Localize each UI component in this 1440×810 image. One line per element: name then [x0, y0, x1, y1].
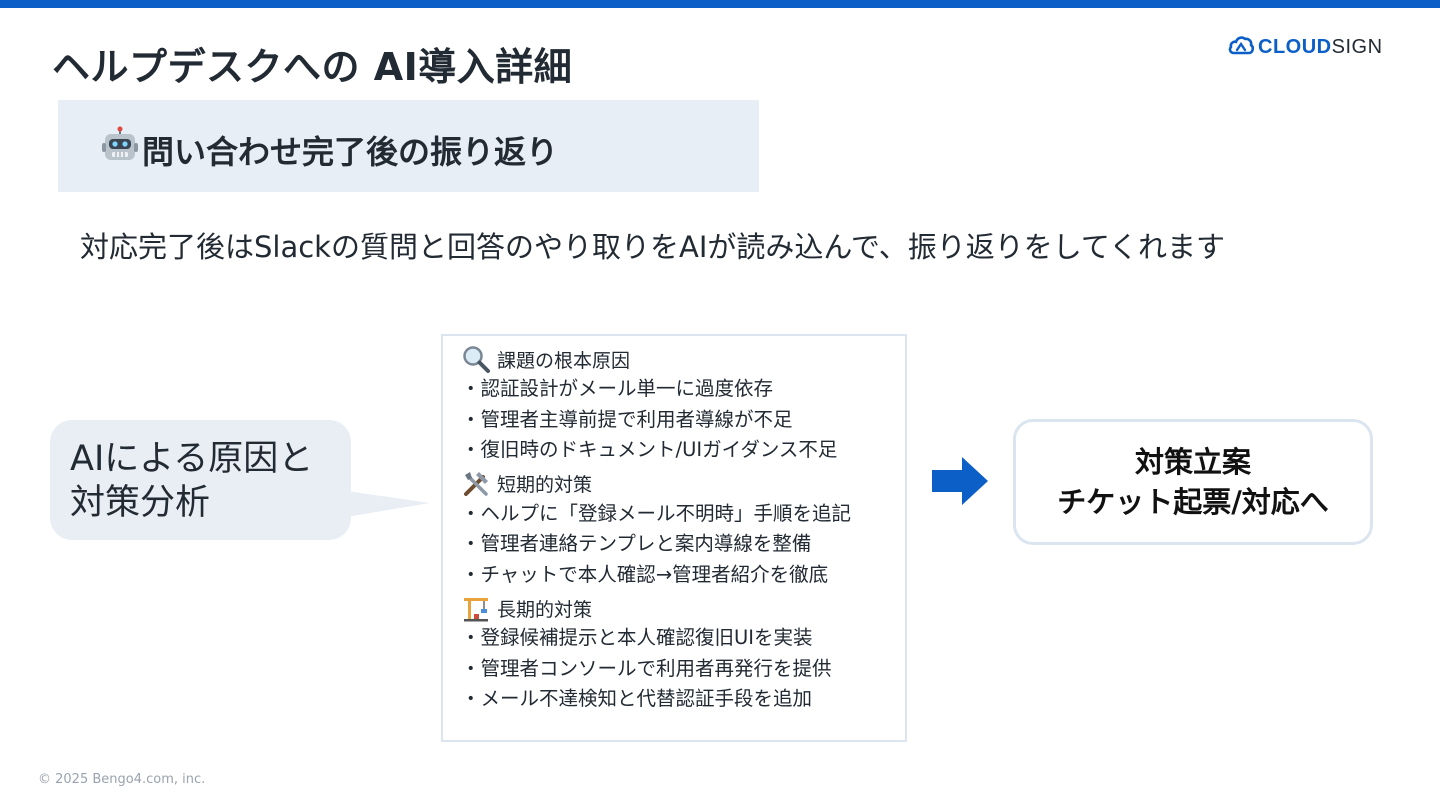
subtitle: 対応完了後はSlackの質問と回答のやり取りをAIが読み込んで、振り返りをしてく… — [80, 230, 1226, 264]
copyright: © 2025 Bengo4.com, inc. — [38, 772, 206, 787]
list-item: ・メール不達検知と代替認証手段を追加 — [461, 687, 813, 710]
list-item: ・管理者連絡テンプレと案内導線を整備 — [461, 532, 812, 555]
list-item: ・管理者主導前提で利用者導線が不足 — [461, 407, 793, 431]
logo-text-cloud: CLOUD — [1258, 35, 1332, 58]
bubble-line-1: AIによる原因と — [70, 439, 314, 479]
list-item: ・復旧時のドキュメント/UIガイダンス不足 — [461, 438, 838, 461]
robot-icon — [100, 126, 140, 174]
bubble-line-2: 対策分析 — [70, 483, 211, 523]
top-accent-bar — [0, 0, 1440, 8]
speech-bubble — [50, 420, 351, 540]
right-arrow-icon — [932, 457, 988, 505]
crane-icon — [461, 593, 491, 623]
action-line-1: 対策立案 — [1134, 445, 1251, 479]
tools-icon — [461, 469, 491, 499]
speech-bubble-tail — [340, 490, 430, 518]
list-item: ・登録候補提示と本人確認復旧UIを実装 — [461, 626, 813, 649]
cloud-sign-icon — [1228, 34, 1255, 60]
action-line-2: チケット起票/対応へ — [1057, 485, 1329, 519]
analysis-panel: 課題の根本原因 ・認証設計がメール単一に過度依存 ・管理者主導前提で利用者導線が… — [441, 334, 907, 742]
section-heading: 問い合わせ完了後の振り返り — [100, 126, 558, 174]
root-cause-heading: 課題の根本原因 — [461, 344, 901, 374]
list-item: ・チャットで本人確認→管理者紹介を徹底 — [461, 562, 829, 586]
logo-text-sign: SIGN — [1331, 35, 1383, 58]
section-band — [58, 100, 759, 192]
page-title: ヘルプデスクへの AI導入詳細 — [52, 45, 573, 89]
action-box: 対策立案 チケット起票/対応へ — [1013, 419, 1373, 545]
cloudsign-logo: CLOUDSIGN — [1228, 34, 1383, 60]
list-item: ・管理者コンソールで利用者再発行を提供 — [461, 656, 832, 680]
magnifier-icon — [461, 344, 491, 374]
bubble-text: AIによる原因と 対策分析 — [70, 437, 313, 525]
list-item: ・ヘルプに「登録メール不明時」手順を追記 — [461, 501, 852, 525]
short-term-heading: 短期的対策 — [461, 469, 901, 499]
list-item: ・認証設計がメール単一に過度依存 — [461, 377, 774, 400]
long-term-heading: 長期的対策 — [461, 593, 901, 623]
section-heading-text: 問い合わせ完了後の振り返り — [142, 133, 559, 171]
